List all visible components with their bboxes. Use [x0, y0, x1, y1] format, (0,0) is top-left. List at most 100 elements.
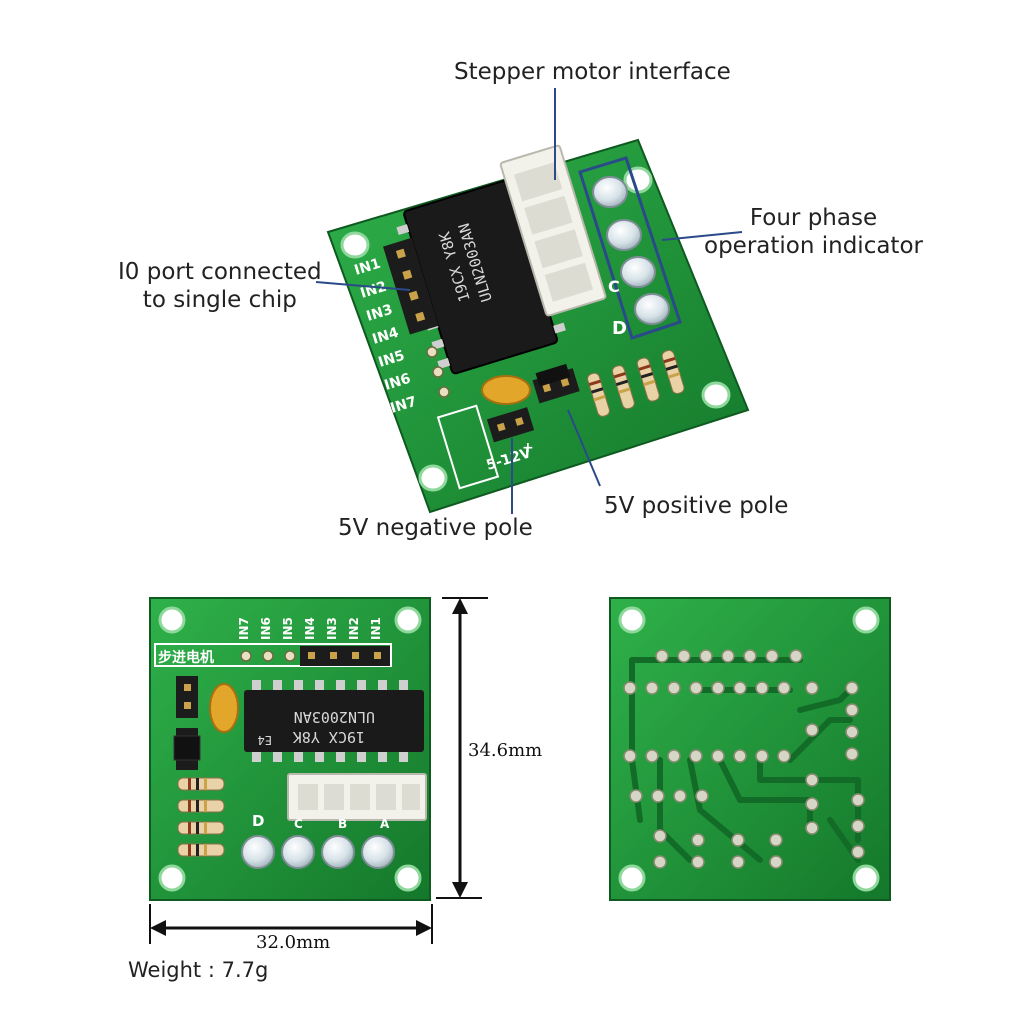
mount-hole — [340, 231, 370, 259]
silk-box — [436, 404, 500, 490]
top-motor-connector — [499, 144, 607, 317]
callout-four-phase-indicator: Four phase operation indicator — [704, 204, 923, 260]
top-board: 19CX Y8K ULN2003AN C D — [326, 138, 750, 514]
mount-hole — [418, 464, 448, 492]
height-arrow-bottom — [452, 882, 468, 898]
front-phase-a: A — [380, 817, 390, 831]
top-plus-label: + — [522, 440, 534, 456]
led — [361, 835, 395, 869]
mount-hole — [158, 864, 186, 892]
top-in3: IN3 — [364, 302, 394, 325]
callout-four-phase-line2: operation indicator — [704, 233, 923, 259]
top-input-header — [383, 237, 439, 335]
dimension-lines — [149, 597, 488, 944]
front-board: IN7 IN6 IN5 IN4 IN3 IN2 IN1 步进电机 — [149, 597, 431, 901]
top-power-header — [486, 363, 580, 443]
front-leds — [241, 835, 395, 869]
callout-io-port: I0 port connected to single chip — [118, 258, 322, 314]
resistor — [177, 799, 225, 813]
height-dimension-label: 34.6mm — [468, 740, 543, 761]
mount-hole — [394, 606, 422, 634]
front-connector-slots — [298, 784, 420, 810]
front-in4: IN4 — [303, 617, 317, 640]
front-in6: IN6 — [259, 617, 273, 640]
front-in5: IN5 — [281, 617, 295, 640]
mount-hole — [852, 606, 880, 634]
front-silk-box — [154, 643, 392, 667]
led-highlight-frame — [578, 156, 682, 340]
front-chip-marking: E4 — [258, 733, 272, 747]
front-phase-d: D — [252, 812, 264, 830]
leader-io-port — [315, 281, 411, 291]
resistor — [636, 357, 660, 402]
top-capacitor — [481, 375, 531, 405]
led — [606, 219, 642, 251]
callout-io-port-line1: I0 port connected — [118, 259, 322, 285]
leader-four-phase — [661, 231, 743, 241]
top-in4: IN4 — [370, 325, 400, 348]
front-jumper-cap — [173, 735, 201, 761]
front-power-header-1 — [176, 676, 198, 718]
front-voltage-label: 5-12V — [116, 704, 136, 747]
top-in7: IN7 — [388, 394, 418, 417]
width-dimension-label: 32.0mm — [256, 932, 331, 953]
led — [634, 293, 670, 325]
top-resistors — [587, 349, 685, 417]
resistor — [587, 372, 610, 417]
led — [321, 835, 355, 869]
front-in1: IN1 — [369, 617, 383, 640]
top-minus-label: - — [500, 448, 506, 464]
top-leds — [592, 176, 670, 325]
resistor — [661, 349, 685, 395]
weight-label: Weight : 7.7g — [128, 958, 269, 982]
top-in2: IN2 — [358, 279, 388, 302]
top-in6: IN6 — [382, 371, 412, 394]
resistor — [177, 821, 225, 835]
back-board — [609, 597, 891, 901]
front-resistors — [177, 777, 225, 857]
front-in3: IN3 — [325, 617, 339, 640]
top-phase-c: C — [608, 277, 620, 296]
front-phase-b: B — [338, 817, 347, 831]
front-pads — [240, 650, 296, 662]
led — [592, 176, 628, 208]
mount-hole — [852, 864, 880, 892]
resistor — [611, 365, 635, 410]
front-in2: IN2 — [347, 617, 361, 640]
front-chip-text-1: ULN2003AN — [294, 708, 375, 726]
back-solder-pads — [623, 649, 865, 869]
callout-positive-pole: 5V positive pole — [604, 493, 789, 519]
led — [620, 256, 656, 288]
mount-hole — [158, 606, 186, 634]
front-input-header — [300, 646, 390, 666]
resistor — [177, 777, 225, 791]
front-capacitor — [209, 683, 239, 733]
led — [281, 835, 315, 869]
height-arrow-top — [452, 598, 468, 614]
mount-hole — [701, 381, 731, 409]
front-in7: IN7 — [237, 617, 251, 640]
top-in5: IN5 — [376, 348, 406, 371]
mount-hole — [618, 864, 646, 892]
callout-four-phase-line1: Four phase — [749, 205, 878, 231]
front-ic-chip — [244, 690, 424, 752]
top-in1: IN1 — [352, 256, 382, 279]
callout-leaders — [315, 88, 743, 514]
front-phase-c: C — [294, 817, 303, 831]
mount-hole — [618, 606, 646, 634]
resistor — [177, 843, 225, 857]
width-arrow-right — [416, 920, 432, 936]
callout-io-port-line2: to single chip — [142, 287, 297, 313]
led — [241, 835, 275, 869]
front-voltage-text: 5-12V — [119, 704, 134, 747]
top-phase-d: D — [612, 318, 627, 339]
front-chip-pins — [252, 680, 408, 762]
mount-hole — [394, 864, 422, 892]
front-chip-text-2: 19CX Y8K — [293, 728, 365, 746]
width-arrow-left — [150, 920, 166, 936]
leader-positive — [567, 409, 601, 487]
callout-stepper-motor-interface: Stepper motor interface — [454, 59, 731, 85]
callout-negative-pole: 5V negative pole — [338, 515, 533, 541]
